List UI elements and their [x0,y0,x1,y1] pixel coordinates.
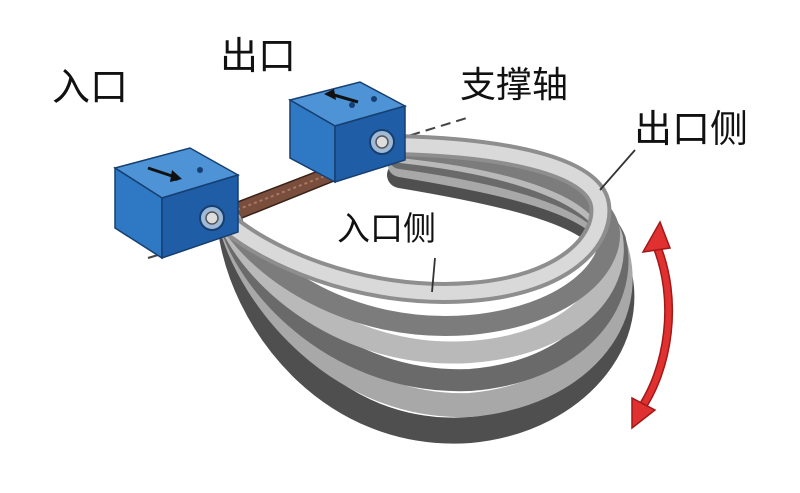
arrow-left-icon [324,89,359,104]
label-outlet-side: 出口侧 [634,107,749,151]
outlet-block [288,81,407,184]
arrow-right-icon [147,166,182,182]
inlet-block [113,147,240,260]
flow-tubes [211,134,635,444]
double-arrow-icon [631,220,674,430]
tube-loop-back-1 [220,138,621,337]
label-support-shaft: 支撑轴 [460,65,569,106]
leader-outlet-side [599,149,636,191]
leader-lines [431,149,636,293]
label-inlet: 入口 [52,65,129,109]
label-outlet: 出口 [220,34,297,78]
tube-loop-front-highlight [215,138,608,300]
leader-inlet-side [431,257,436,293]
label-inlet-side: 入口侧 [337,209,436,248]
